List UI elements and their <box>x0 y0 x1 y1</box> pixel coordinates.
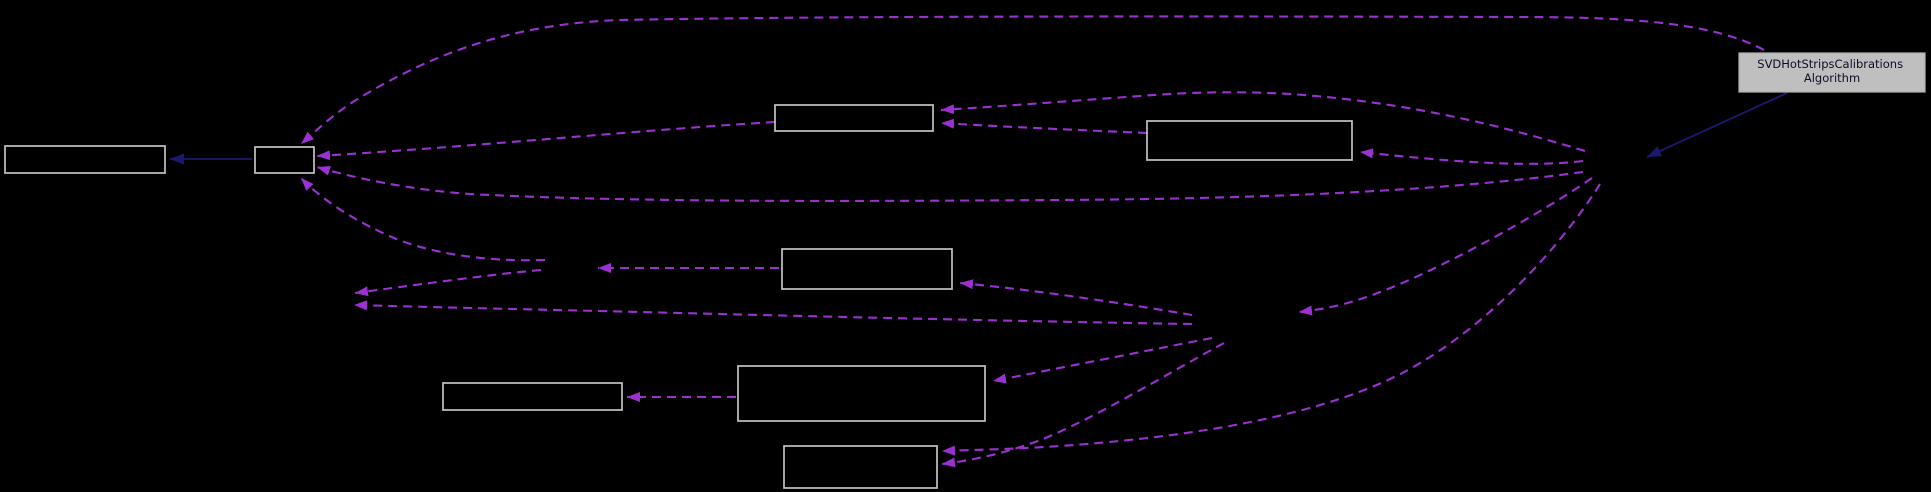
algorithm-label-line1: SVDHotStripsCalibrations <box>1757 57 1903 71</box>
node-c[interactable] <box>774 104 934 132</box>
node-e[interactable] <box>781 248 953 290</box>
edge-dashed-hidden-mid-to-node-b <box>300 177 546 262</box>
edge-dashed-hidden-hub-to-node-c <box>940 91 1586 153</box>
algorithm-node-box[interactable] <box>1738 52 1926 93</box>
edge-dashed-hidden-hub-to-hidden-hub2 <box>1298 177 1593 316</box>
edge-dashed-node-c-to-node-b <box>316 120 776 161</box>
edge-dashed-hidden-hub-to-node-d <box>1359 148 1584 165</box>
edge-dashed-hidden-hub-to-node-h <box>941 183 1601 456</box>
nodes: SVDHotStripsCalibrations Algorithm <box>4 52 1926 489</box>
edge-dashed-hidden-hub2-to-hidden-left <box>353 300 1193 326</box>
edge-dashed-algorithm-to-node-b <box>300 15 1765 145</box>
node-algorithm[interactable]: SVDHotStripsCalibrations Algorithm <box>1738 52 1926 93</box>
node-h[interactable] <box>783 445 938 489</box>
node-d[interactable] <box>1146 120 1353 161</box>
edge-dashed-hidden-hub2-to-node-g <box>992 336 1213 384</box>
edge-dashed-hidden-hub2-to-node-h <box>941 342 1225 468</box>
algorithm-label-line2: Algorithm <box>1804 71 1860 85</box>
edge-dashed-node-d-to-node-c <box>940 118 1148 135</box>
node-a[interactable] <box>4 145 166 174</box>
algorithm-node-label: SVDHotStripsCalibrations Algorithm <box>1757 57 1906 85</box>
edge-solid-algorithm-to-hidden-hub <box>1646 92 1788 158</box>
node-f[interactable] <box>442 382 623 411</box>
edge-dashed-hidden-hub2-to-node-e <box>959 279 1193 317</box>
node-g[interactable] <box>737 365 986 422</box>
edge-dashed-hidden-mid-to-hidden-left <box>354 268 542 297</box>
edges <box>170 15 1788 468</box>
edge-dashed-hidden-hub-to-node-b <box>316 165 1584 202</box>
node-b[interactable] <box>254 146 315 174</box>
